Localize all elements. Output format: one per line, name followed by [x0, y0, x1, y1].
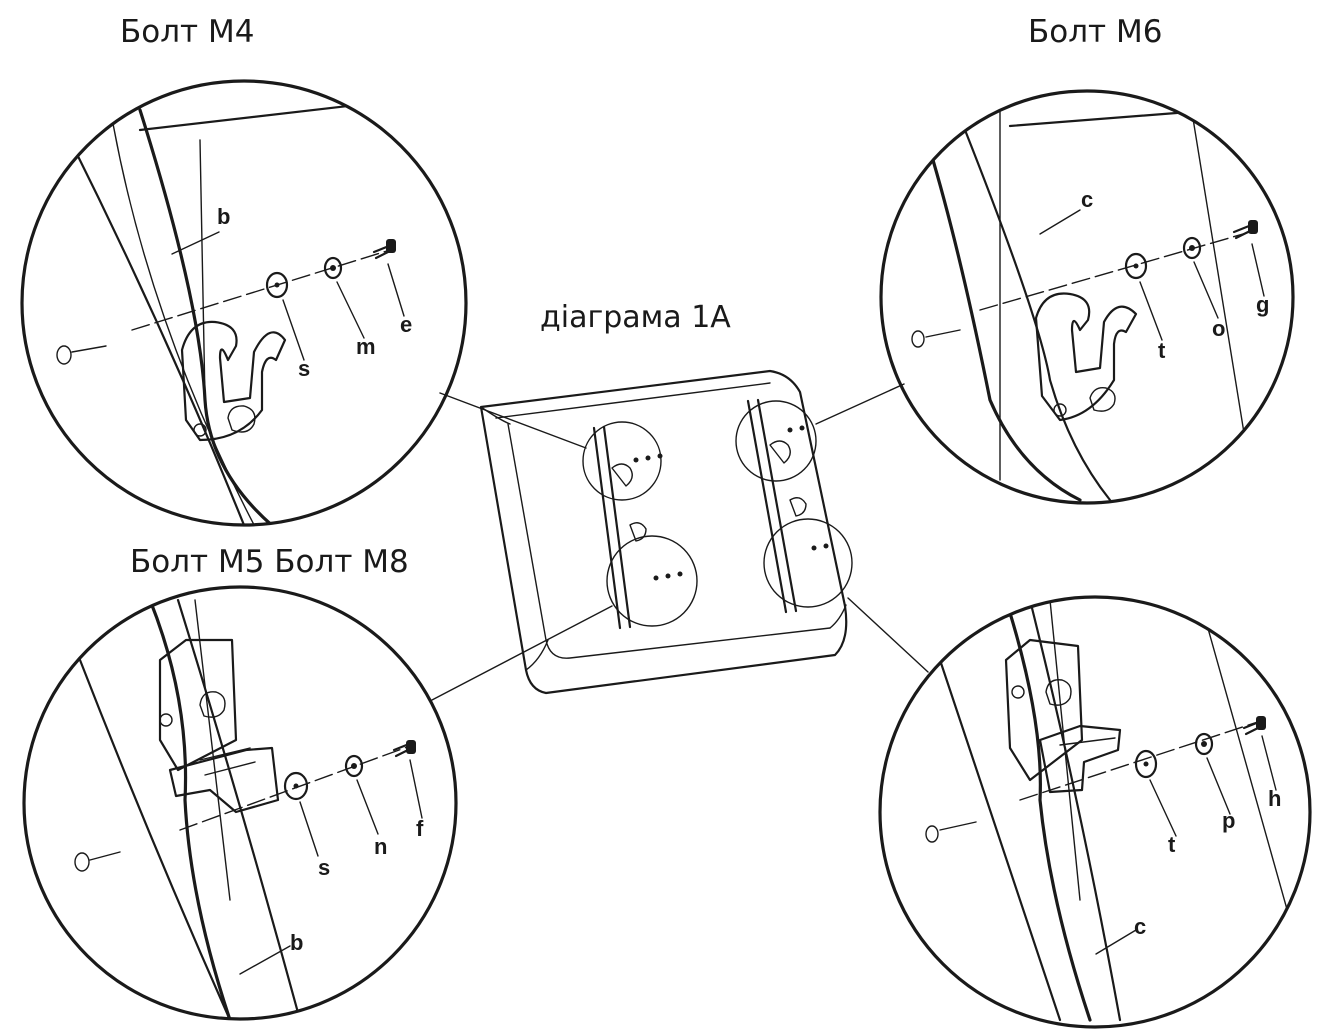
label-bolt-m5-m8: Болт M5 Болт M8	[130, 544, 409, 580]
part-label-washer-s-lower: s	[318, 855, 330, 880]
part-label-washer-t: t	[1158, 338, 1166, 363]
part-label-washer-t-lower: t	[1168, 832, 1176, 857]
label-bolt-m6: Болт M6	[1028, 14, 1163, 50]
part-label-frame-b-lower: b	[290, 930, 303, 955]
part-label-frame-c: c	[1081, 187, 1093, 212]
detail-bottom-right: t p h c	[878, 595, 1312, 1029]
part-label-nut-m: m	[356, 334, 376, 359]
label-bolt-m4: Болт M4	[120, 14, 255, 50]
part-label-nut-p: p	[1222, 808, 1235, 833]
detail-bottom-left: s n f b	[22, 585, 458, 1021]
part-label-nut-n: n	[374, 834, 387, 859]
center-cabinet	[479, 369, 853, 695]
part-label-frame-b: b	[217, 204, 230, 229]
part-label-bolt-e: e	[400, 312, 412, 337]
part-label-bolt-g: g	[1256, 292, 1269, 317]
label-diagram-1a: діаграма 1A	[540, 300, 731, 335]
part-label-frame-c-lower: c	[1134, 914, 1146, 939]
detail-top-left: b s m e	[20, 79, 468, 527]
part-label-washer-s: s	[298, 356, 310, 381]
detail-top-right: c t o g	[879, 89, 1295, 505]
connector-lines	[431, 383, 929, 701]
part-label-nut-o: o	[1212, 316, 1225, 341]
part-label-bolt-h: h	[1268, 786, 1281, 811]
part-label-bolt-f: f	[416, 816, 424, 841]
